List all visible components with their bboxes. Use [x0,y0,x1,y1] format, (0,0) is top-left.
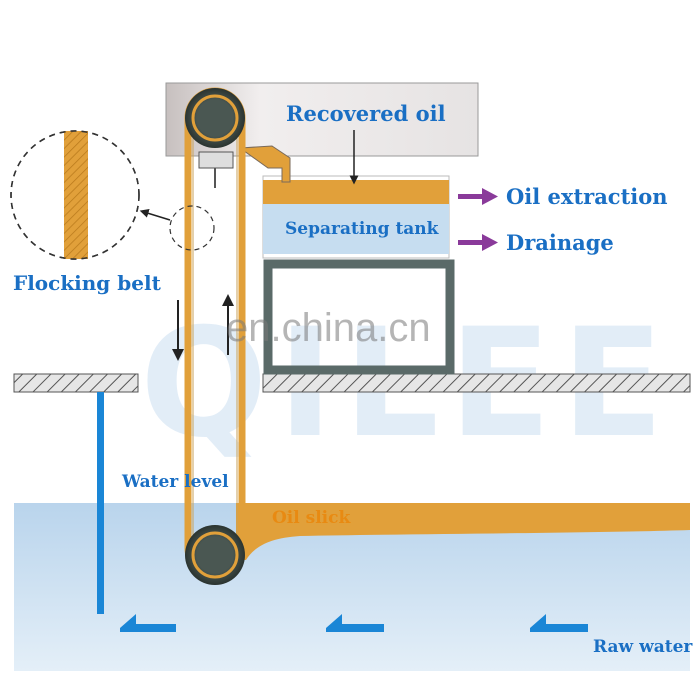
label-separating-tank: Separating tank [285,219,440,239]
oil-slick-layer [236,503,690,560]
label-recovered-oil: Recovered oil [286,101,446,126]
flow-arrow-2 [326,614,384,632]
label-raw-water: Raw water [593,637,693,657]
label-oil-extraction: Oil extraction [506,184,668,209]
watermark-text: en.china.cn [226,306,431,350]
oil-extraction-arrow [458,188,498,205]
label-drainage: Drainage [506,230,614,255]
flow-arrow-1 [120,614,176,632]
detail-zoom-circle-rim [10,130,140,260]
drainage-arrow [458,234,498,251]
left-floor-slab [13,373,139,393]
oil-layer-in-tank [263,180,449,204]
detail-source-circle [169,205,215,251]
oil-scraper-chute [238,145,291,183]
label-flocking-belt: Flocking belt [13,271,162,295]
motor-bracket [198,151,234,169]
water-level-gauge [97,392,104,614]
tank-stand [263,259,455,375]
bottom-pulley-belt [191,531,239,579]
right-floor-slab [262,373,691,393]
label-oil-slick: Oil slick [272,508,351,528]
top-pulley-belt [191,94,239,142]
label-water-level: Water level [121,472,229,492]
water-layer-in-tank [263,204,449,254]
belt-inner-edges [192,118,238,548]
flocking-belt-detail [64,131,88,259]
flow-arrow-3 [530,614,588,632]
detail-pointer-arrow [139,209,171,221]
